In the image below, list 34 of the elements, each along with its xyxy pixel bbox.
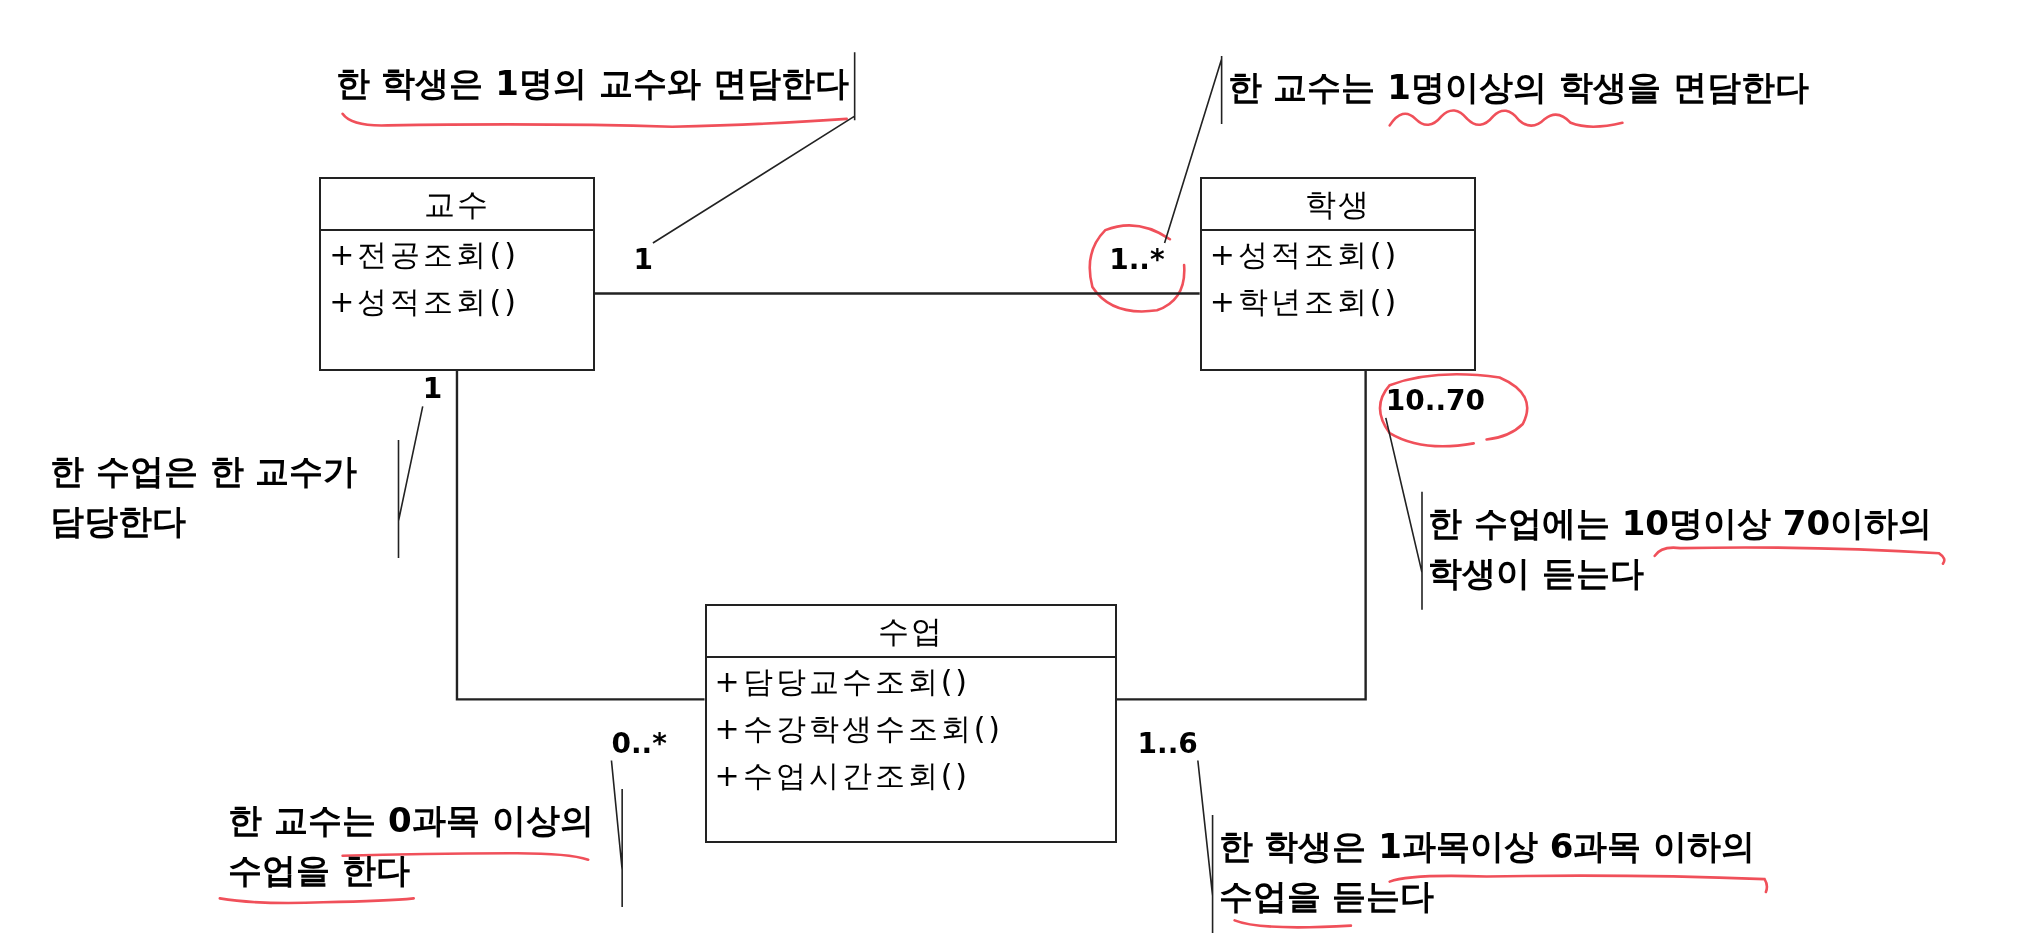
class-name: 수업 [706, 605, 1115, 658]
leader-line [397, 405, 424, 559]
leader-line [1163, 55, 1223, 244]
method-text: +전공조회() [328, 236, 520, 275]
method-text: +담당교수조회() [713, 662, 972, 701]
leader-line [1385, 417, 1423, 611]
note-text: 한 학생은 1명의 교수와 면담한다 [329, 58, 855, 109]
class-box [704, 603, 1117, 843]
leader-line [610, 759, 623, 908]
multiplicity-label: 1..* [1109, 243, 1165, 278]
note-text: 한 교수는 1명이상의 학생을 면담한다 [1221, 62, 1815, 113]
multiplicity-label: 1 [633, 243, 653, 278]
multiplicity-label: 1..6 [1137, 726, 1198, 761]
class-name: 학생 [1201, 179, 1475, 232]
method-text: +수강학생수조회() [713, 709, 1005, 748]
class-name: 교수 [321, 179, 593, 232]
association-line [594, 292, 1200, 295]
leader-line [652, 51, 856, 244]
multiplicity-label: 1 [422, 372, 443, 407]
note-text: 한 수업은 한 교수가 담당한다 [43, 446, 399, 546]
class-box [1199, 177, 1477, 371]
note-text: 한 교수는 0과목 이상의 수업을 한다 [222, 795, 623, 895]
leader-line [1197, 759, 1214, 934]
note-text: 한 수업에는 10명이상 70이하의 학생이 듣는다 [1422, 497, 1952, 598]
class-box [319, 177, 595, 371]
method-text: +학년조회() [1208, 283, 1401, 322]
method-text: +성적조회() [328, 283, 520, 322]
method-text: +수업시간조회() [713, 756, 972, 795]
association-line [1116, 371, 1367, 701]
multiplicity-label: 10..70 [1385, 383, 1485, 418]
note-text: 한 학생은 1과목이상 6과목 이하의 수업을 듣는다 [1212, 820, 1774, 921]
method-text: +성적조회() [1208, 236, 1401, 275]
association-line [455, 371, 705, 701]
multiplicity-label: 0..* [611, 726, 667, 761]
